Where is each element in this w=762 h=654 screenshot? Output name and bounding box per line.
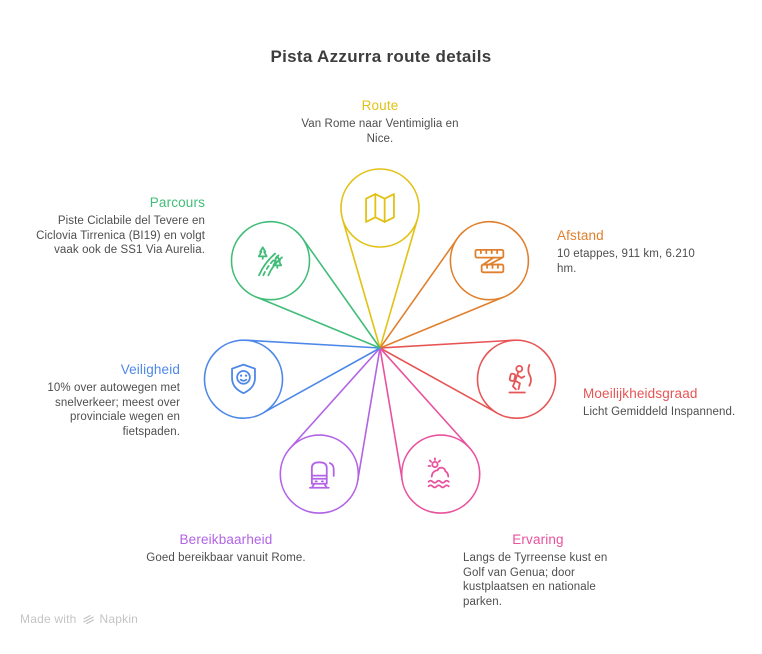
made-with-napkin-credit: Made with Napkin <box>20 612 138 626</box>
node-desc-moeilijkheidsgraad: Licht Gemiddeld Inspannend. <box>583 406 736 418</box>
napkin-logo-icon <box>82 614 94 624</box>
shield-smiley-icon <box>231 363 256 395</box>
node-text-moeilijkheidsgraad: Moeilijkheidsgraad Licht Gemiddeld Inspa… <box>583 386 758 420</box>
node-label-parcours: Parcours <box>149 195 205 210</box>
node-text-veiligheid: Veiligheid 10% over autowegen met snelve… <box>38 362 180 439</box>
afstand-node <box>379 220 530 349</box>
node-text-ervaring: Ervaring Langs de Tyrreense kust en Golf… <box>463 532 613 609</box>
node-desc-route: Van Rome naar Ventimiglia en Nice. <box>301 118 459 145</box>
node-desc-afstand: 10 etappes, 911 km, 6.210 hm. <box>557 248 695 275</box>
sun-waves-icon <box>427 457 450 489</box>
parcours-node <box>230 220 381 349</box>
node-text-afstand: Afstand 10 etappes, 911 km, 6.210 hm. <box>557 228 707 276</box>
node-desc-bereikbaarheid: Goed bereikbaar vanuit Rome. <box>146 552 306 564</box>
node-desc-veiligheid: 10% over autowegen met snelverkeer; mees… <box>47 382 180 438</box>
route-node <box>340 168 420 349</box>
ervaring-node <box>379 347 481 514</box>
climber-icon <box>508 364 532 394</box>
moeilijkheidsgraad-node <box>379 339 557 420</box>
tape-measure-icon <box>474 248 505 274</box>
node-label-afstand: Afstand <box>557 228 604 243</box>
node-text-bereikbaarheid: Bereikbaarheid Goed bereikbaar vanuit Ro… <box>126 532 326 566</box>
veiligheid-node <box>203 339 381 420</box>
trail-trees-icon <box>257 246 283 277</box>
node-label-veiligheid: Veiligheid <box>120 362 180 377</box>
bereikbaarheid-node <box>279 347 381 514</box>
node-text-parcours: Parcours Piste Ciclabile del Tevere en C… <box>35 195 205 258</box>
made-with-text: Made with <box>20 612 77 626</box>
node-label-ervaring: Ervaring <box>512 532 564 547</box>
map-icon <box>365 193 395 223</box>
node-label-moeilijkheidsgraad: Moeilijkheidsgraad <box>583 386 698 401</box>
page-title: Pista Azzurra route details <box>270 47 492 66</box>
node-label-bereikbaarheid: Bereikbaarheid <box>179 532 273 547</box>
node-label-route: Route <box>361 98 399 113</box>
brand-text: Napkin <box>99 612 139 626</box>
node-desc-parcours: Piste Ciclabile del Tevere en Ciclovia T… <box>36 215 205 256</box>
node-text-route: Route Van Rome naar Ventimiglia en Nice. <box>295 98 465 146</box>
train-icon <box>308 461 335 489</box>
node-desc-ervaring: Langs de Tyrreense kust en Golf van Genu… <box>463 552 608 608</box>
